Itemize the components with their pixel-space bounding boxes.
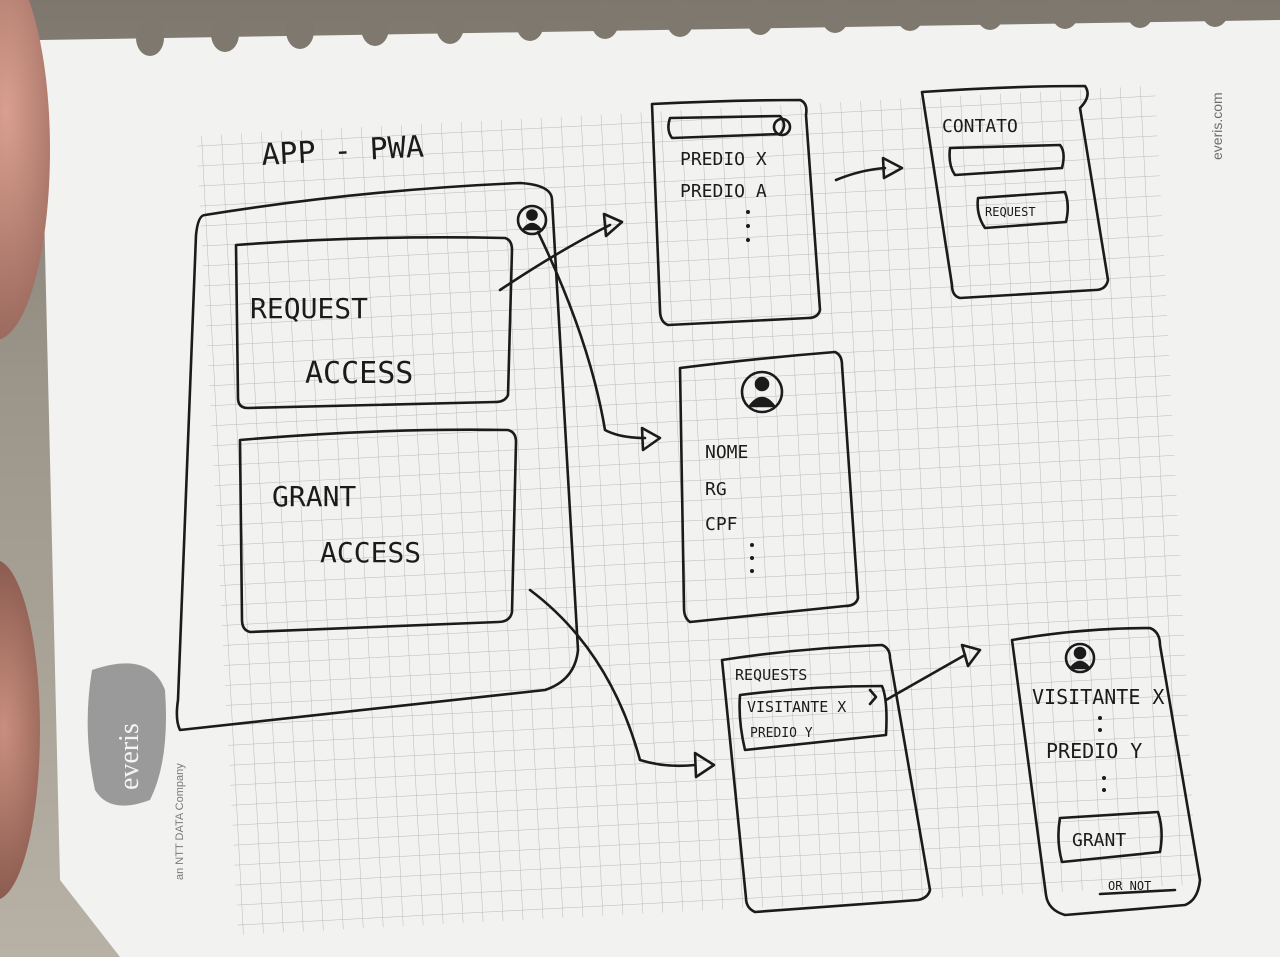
- arrowhead-4: [881, 156, 904, 180]
- sketch-title: APP - PWA: [261, 130, 425, 173]
- requests-title: REQUESTS: [735, 666, 807, 684]
- arrow-avatar-to-profile: [536, 230, 647, 440]
- avatar-icon-main: [516, 204, 548, 236]
- logo-tagline: an NTT DATA Company: [174, 763, 186, 880]
- alt-underline: [1098, 888, 1177, 896]
- grant-alt-label: OR NOT: [1108, 879, 1151, 893]
- request-row: [738, 684, 888, 752]
- sketch: APP - PWA REQUEST ACCESS GRANT ACCESS PR…: [175, 84, 1202, 917]
- profile-field-name: NOME: [705, 442, 748, 463]
- arrowhead-2: [640, 426, 662, 452]
- contact-screen: [920, 84, 1110, 300]
- grid-area: [196, 85, 1197, 935]
- grant-predio: PREDIO Y: [1046, 739, 1142, 763]
- list-ellipsis-1: [746, 210, 750, 242]
- predio-item-1: PREDIO X: [680, 149, 767, 170]
- contact-request-label: REQUEST: [985, 205, 1036, 219]
- avatar-icon-grant: [1064, 642, 1096, 674]
- avatar-icon-profile: [740, 370, 784, 414]
- arrowhead-1: [602, 212, 624, 238]
- grant-button-label: GRANT: [1072, 830, 1126, 851]
- arrowhead-5: [960, 643, 982, 668]
- spiral-holes: [136, 0, 1229, 56]
- contact-title: CONTATO: [942, 116, 1018, 137]
- grant-access-card: [238, 428, 518, 634]
- arrow-grant-to-requests: [528, 588, 697, 768]
- request-label-2: ACCESS: [305, 356, 413, 391]
- contact-input: [948, 143, 1065, 177]
- predio-list-screen: [650, 98, 822, 327]
- request-row-predio: PREDIO Y: [750, 726, 813, 741]
- request-access-card: [234, 236, 514, 410]
- grant-label-2: ACCESS: [320, 536, 421, 569]
- predio-item-2: PREDIO A: [680, 181, 767, 202]
- request-row-visitor: VISITANTE X: [747, 698, 846, 716]
- grant-screen: [1010, 626, 1202, 917]
- arrow-requests-to-grant: [884, 653, 967, 702]
- logo-text: everis: [114, 723, 145, 790]
- profile-screen: [678, 350, 860, 624]
- grant-visitor: VISITANTE X: [1032, 685, 1164, 709]
- profile-field-cpf: CPF: [705, 514, 738, 535]
- requests-screen: [720, 643, 932, 914]
- side-url: everis.com: [1209, 92, 1225, 160]
- search-avatar-icon: [772, 117, 792, 137]
- arrowhead-3: [693, 751, 716, 779]
- everis-logo: everis an NTT DATA Company: [87, 663, 186, 880]
- list-ellipsis-4: [1102, 776, 1106, 792]
- arrow-list-to-contact: [834, 166, 887, 182]
- profile-field-rg: RG: [705, 479, 727, 500]
- row-chevron-icon: [868, 688, 878, 706]
- main-phone-frame: [175, 181, 580, 732]
- request-label-1: REQUEST: [250, 292, 368, 325]
- list-ellipsis-3: [1098, 716, 1102, 732]
- contact-request-button: [976, 190, 1070, 230]
- arrow-request-to-list: [498, 223, 612, 292]
- list-ellipsis-2: [750, 543, 754, 573]
- grant-button: [1057, 810, 1163, 864]
- grant-label-1: GRANT: [272, 480, 356, 513]
